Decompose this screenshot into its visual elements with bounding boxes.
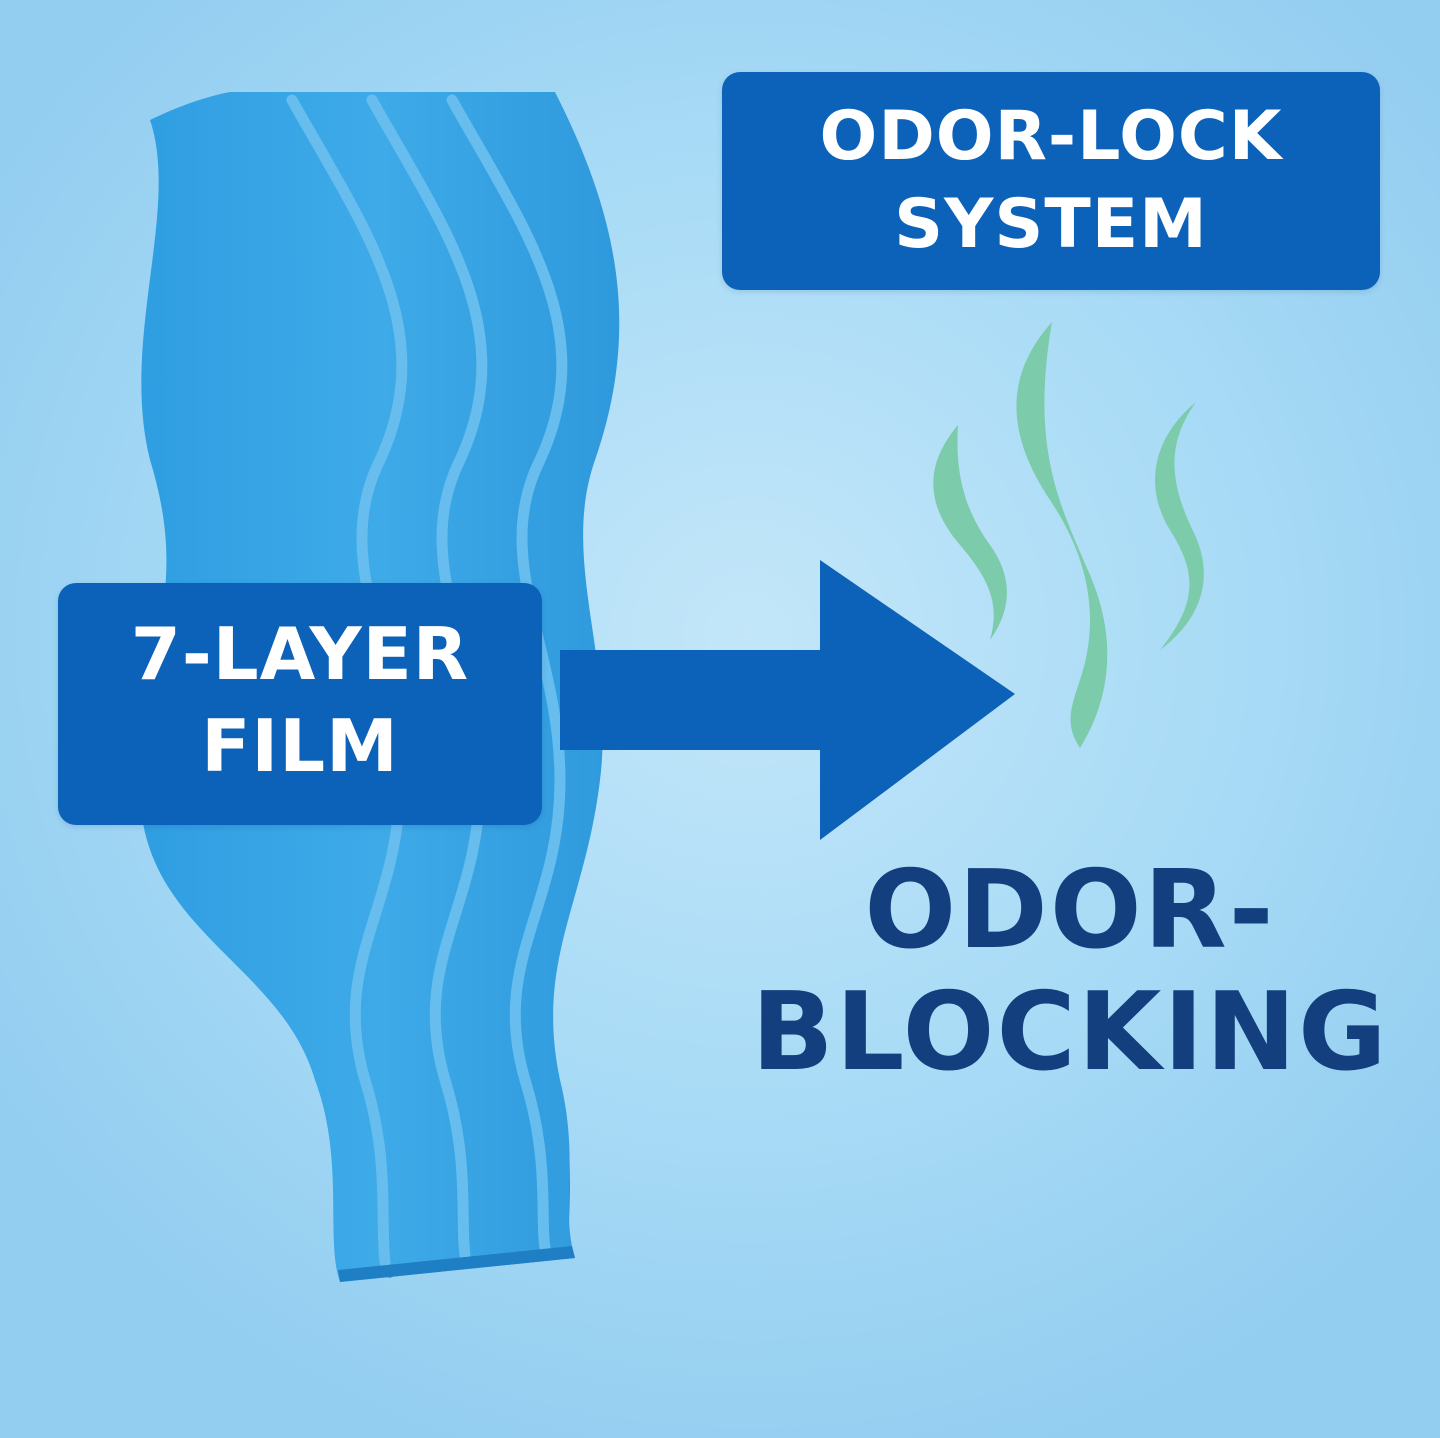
odor-wisp-center [1016,322,1108,748]
arrow-right-icon [560,560,1015,840]
seven-layer-film-line1: 7-LAYER [130,612,470,696]
odor-blocking-line1: ODOR- [864,848,1276,973]
odor-blocking-line2: BLOCKING [751,970,1389,1095]
odor-wisp-right [1155,402,1204,650]
odor-lock-system-label: ODOR-LOCK SYSTEM [722,72,1380,290]
odor-wisps-icon [933,322,1204,748]
odor-wisp-left [933,425,1007,640]
film-bottom-edge [338,1246,575,1282]
odor-lock-system-line1: ODOR-LOCK [819,97,1283,176]
seven-layer-film-line2: FILM [201,704,399,788]
seven-layer-film-label: 7-LAYER FILM [58,583,542,825]
odor-lock-system-line2: SYSTEM [894,185,1208,264]
odor-blocking-heading: ODOR- BLOCKING [700,850,1440,1094]
